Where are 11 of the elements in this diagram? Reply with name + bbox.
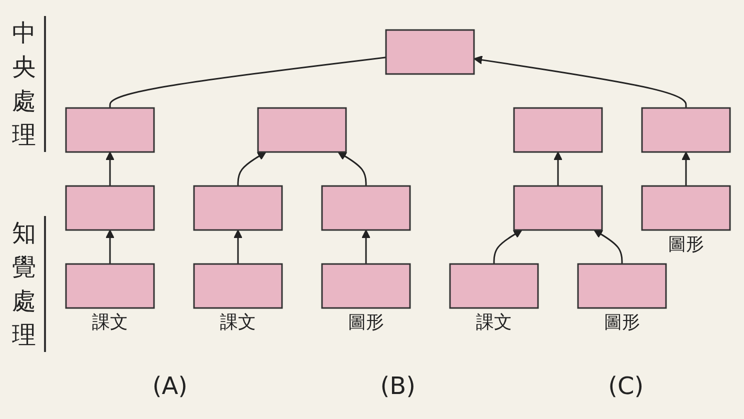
box-caption: 圖形 [348,312,384,333]
box-caption: 課文 [92,312,128,333]
bracket-label: 中央處理 [12,16,46,152]
panel-label: (B) [380,372,416,402]
box-caption: 課文 [476,312,512,333]
box-caption: 圖形 [604,312,640,333]
box-caption: 課文 [220,312,256,333]
panel-label: (A) [152,372,188,402]
box-caption: 圖形 [668,234,704,255]
panel-label: (C) [608,372,644,402]
bracket-label: 知覺處理 [12,216,46,352]
